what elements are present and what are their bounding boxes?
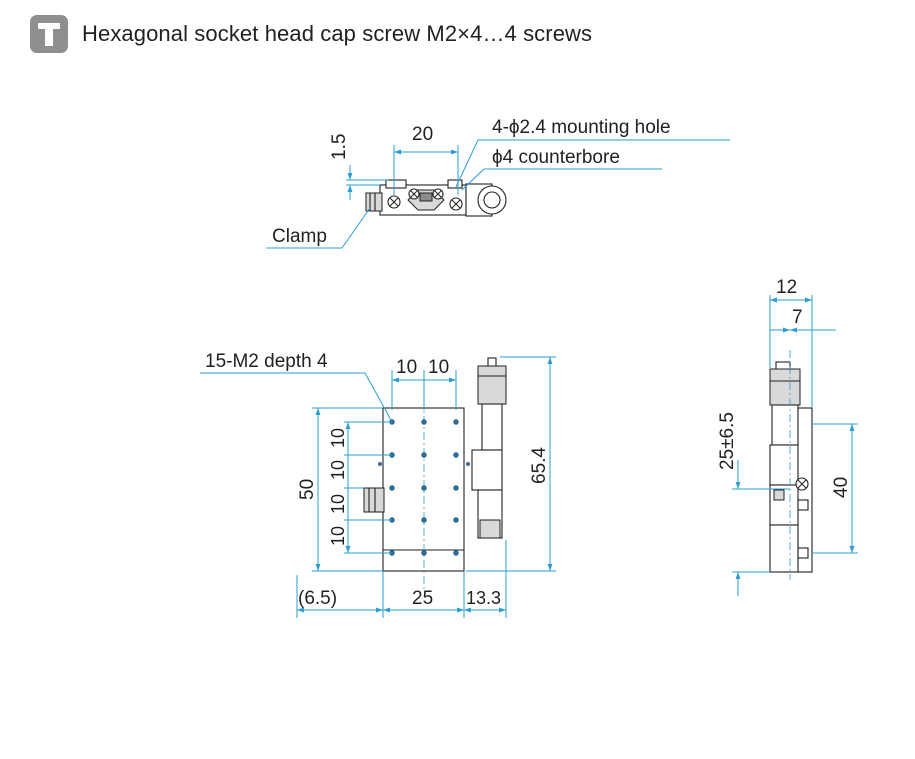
dim-20-label: 20 — [412, 124, 433, 145]
side-view: 12 7 25±6.5 40 — [717, 277, 858, 596]
header-title: Hexagonal socket head cap screw M2×4…4 s… — [82, 21, 593, 46]
side-micrometer-thimble — [769, 368, 801, 406]
dim-40-label: 40 — [831, 477, 852, 498]
micrometer-thimble — [477, 365, 507, 405]
dim-12-label: 12 — [776, 277, 797, 298]
dim-50-label: 50 — [297, 479, 318, 500]
dim-65-4-label: 65.4 — [529, 447, 550, 484]
mounting-hole-label: 4-ϕ2.4 mounting hole — [492, 117, 671, 138]
dim-25-6-5-label: 25±6.5 — [717, 412, 738, 470]
dim-v10-4: 10 — [328, 526, 348, 546]
dim-10b-label: 10 — [428, 357, 449, 378]
front-clamp-knob — [363, 487, 385, 513]
dim-v10-3: 10 — [328, 494, 348, 514]
dim-v10-1: 10 — [328, 428, 348, 448]
dim-25-label: 25 — [412, 588, 433, 609]
tapped-hole-grid — [378, 419, 470, 556]
front-view: 15-M2 depth 4 10 10 50 10 10 10 10 65.4 — [200, 351, 556, 618]
dim-v10-2: 10 — [328, 460, 348, 480]
dim-13-3-label: 13.3 — [466, 588, 501, 608]
dim-7-label: 7 — [792, 307, 803, 328]
header: Hexagonal socket head cap screw M2×4…4 s… — [30, 14, 592, 54]
screw-heads — [387, 188, 463, 211]
clamp-knob — [365, 192, 383, 212]
screw-icon — [30, 15, 68, 53]
top-view: 20 1.5 4-ϕ2.4 mounting hole ϕ4 counterbo… — [266, 117, 730, 249]
dim-10a-label: 10 — [396, 357, 417, 378]
clamp-label: Clamp — [272, 226, 327, 247]
counterbore-label: ϕ4 counterbore — [492, 147, 620, 168]
dim-1-5-label: 1.5 — [329, 134, 350, 160]
tapped-holes-label: 15-M2 depth 4 — [205, 351, 328, 372]
dim-6-5-label: (6.5) — [298, 588, 337, 609]
